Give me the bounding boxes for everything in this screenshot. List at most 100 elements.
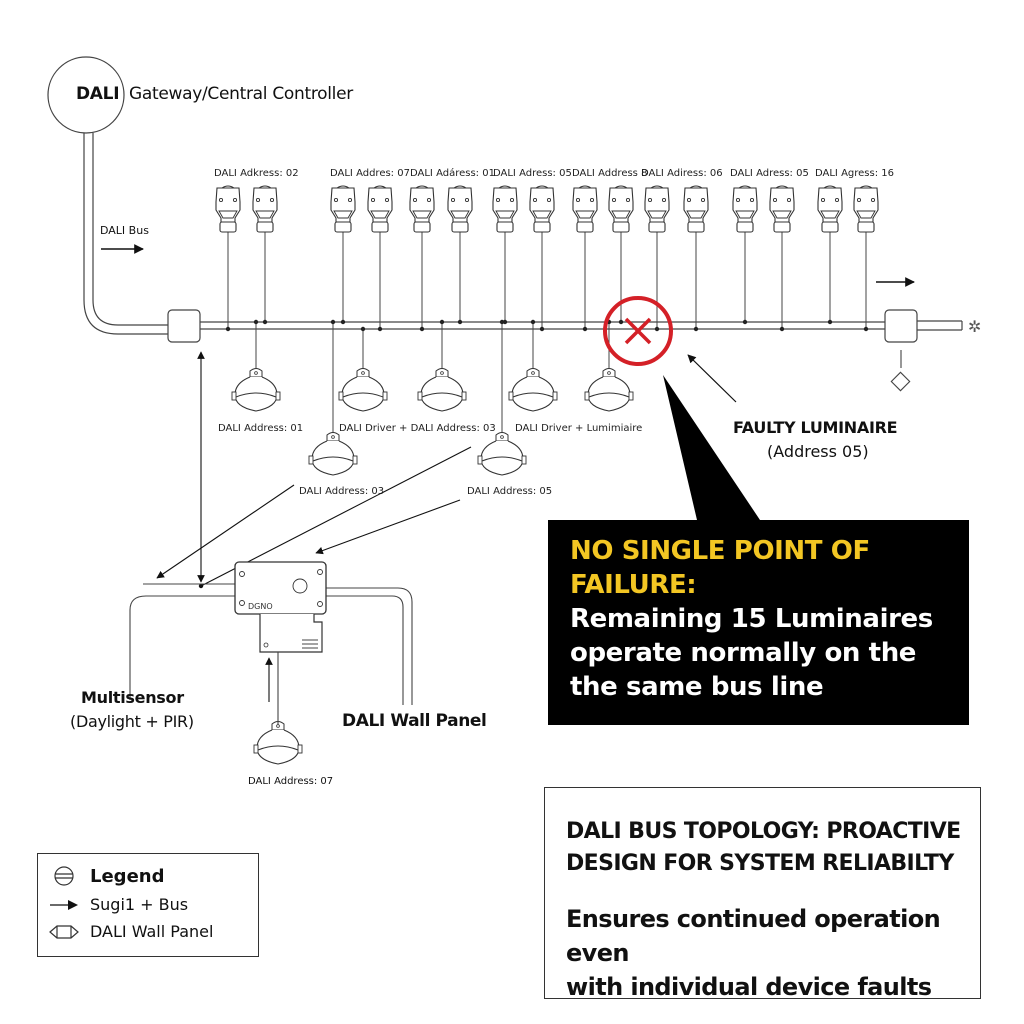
pendant-address-label: DALI Address: 05 <box>467 486 552 497</box>
pendant-address-label: DALI Address: 03 <box>299 486 384 497</box>
controller-loop-right-inner <box>326 595 404 705</box>
fault-marker[interactable] <box>603 296 673 366</box>
leader-line-05 <box>315 499 461 555</box>
bus-tap-dot <box>377 326 383 332</box>
controller-dial-icon <box>292 578 308 594</box>
summary-heading-line: DALI BUS TOPOLOGY: PROACTIVE <box>566 819 961 844</box>
dali-driver-icon[interactable] <box>409 185 435 332</box>
top-address-label: DALI Adáress: 01 <box>410 167 495 179</box>
bus-tap-dot <box>582 326 588 332</box>
pendant-luminaire-icon[interactable] <box>231 319 281 412</box>
bus-tap-dot <box>262 319 268 325</box>
pendant-group <box>231 319 634 765</box>
legend-item-label: Sugi1 + Bus <box>90 895 189 914</box>
bus-tap-dot <box>654 326 660 332</box>
dali-driver-icon[interactable] <box>644 185 670 332</box>
pendant-luminaire-icon[interactable] <box>338 326 388 412</box>
dali-driver-icon[interactable] <box>683 185 709 332</box>
top-driver-group <box>215 185 879 332</box>
dali-driver-icon[interactable] <box>367 185 393 332</box>
wall-panel-title: DALI Wall Panel <box>342 711 487 731</box>
pendant-luminaire-icon[interactable] <box>477 319 527 476</box>
leader-line-03 <box>156 484 295 579</box>
fault-ring <box>603 296 673 366</box>
terminator-icon: ✲ <box>968 317 981 336</box>
dali-driver-icon[interactable] <box>330 185 356 325</box>
top-address-label: DALI Agress: 16 <box>815 168 894 179</box>
legend-row: DALI Wall Panel <box>38 922 213 941</box>
pendant-luminaire-icon[interactable] <box>508 319 558 412</box>
controller-module <box>259 614 323 653</box>
dali-driver-icon[interactable] <box>817 185 843 325</box>
summary-box: DALI BUS TOPOLOGY: PROACTIVE DESIGN FOR … <box>544 787 981 1001</box>
controller-loop-right-outer <box>326 587 413 705</box>
bus-tap-dot <box>618 319 624 325</box>
bus-tap-dot <box>827 319 833 325</box>
legend-box: Legend Sugi1 + Bus DALI Wall Panel <box>37 853 259 957</box>
controller-label: DGNO <box>248 602 273 611</box>
pendant-luminaire-icon[interactable] <box>308 319 358 476</box>
callout-pointer <box>663 375 760 520</box>
dali-driver-icon[interactable] <box>732 185 758 325</box>
controller-loop-left <box>129 595 236 700</box>
junction-dot <box>198 583 204 589</box>
gateway-riser-outer <box>83 133 168 335</box>
gateway-circle[interactable] <box>47 56 125 134</box>
dali-driver-icon[interactable] <box>529 185 555 332</box>
pendant-address-label: DALI Driver + Lumimiaire <box>515 423 642 434</box>
arrow-right-icon <box>38 898 90 912</box>
gateway-prefix: DALI <box>76 84 120 104</box>
bus-tap-dot <box>419 326 425 332</box>
terminal-diamond-icon <box>890 371 911 392</box>
dali-driver-icon[interactable] <box>572 185 598 332</box>
callout-body-line: Remaining 15 Luminaires <box>570 604 933 634</box>
pendant-address-label: DALI Address: 01 <box>218 423 303 434</box>
wall-panel-symbol-icon <box>38 924 90 940</box>
dali-driver-icon[interactable] <box>853 185 879 332</box>
top-address-label: DALI Adiress: 06 <box>641 168 723 179</box>
multisensor-title: Multisensor <box>81 688 184 707</box>
pendant-luminaire-icon[interactable] <box>417 319 467 412</box>
dali-driver-icon[interactable] <box>215 185 241 332</box>
pendant-address-label: DALI Driver + DALI Address: 03 <box>339 423 496 434</box>
bus-label: DALI Bus <box>100 224 149 237</box>
dali-driver-icon[interactable] <box>252 185 278 325</box>
top-address-label: DALI Adress: 05 <box>730 168 809 179</box>
luminaire-symbol-icon <box>38 864 90 888</box>
pendant-luminaire-icon[interactable] <box>253 720 303 765</box>
junction-box-left[interactable] <box>167 309 201 343</box>
bus-tap-dot <box>539 326 545 332</box>
bus-tap-dot <box>360 326 366 332</box>
top-address-label: DALI Adkress: 02 <box>214 168 299 179</box>
callout-heading-line: FAILURE: <box>570 570 697 600</box>
bus-tap-dot <box>457 319 463 325</box>
bus-tap-dot <box>330 319 336 325</box>
bus-tap-dot <box>742 319 748 325</box>
dali-driver-icon[interactable] <box>492 185 518 325</box>
bus-tap-dot <box>253 319 259 325</box>
legend-row: Legend <box>38 864 164 888</box>
pendant-luminaire-icon[interactable] <box>584 319 634 412</box>
gateway-title: Gateway/Central Controller <box>129 84 353 104</box>
callout-body-line: the same bus line <box>570 672 824 702</box>
dali-controller[interactable]: DGNO <box>234 561 327 653</box>
bus-tap-dot <box>225 326 231 332</box>
legend-row: Sugi1 + Bus <box>38 895 188 914</box>
top-address-label: DALI Adress: 05 <box>493 168 572 179</box>
gateway-riser-inner <box>92 133 168 326</box>
top-address-label: DALI Addres: 07 <box>330 168 410 179</box>
bus-tap-dot <box>693 326 699 332</box>
junction-box-right[interactable] <box>884 309 918 343</box>
callout-heading-line: NO SINGLE POINT OF <box>570 536 870 566</box>
faulty-luminaire-title: FAULTY LUMINAIRE <box>733 418 898 437</box>
dali-driver-icon[interactable] <box>447 185 473 325</box>
dali-driver-icon[interactable] <box>769 185 795 332</box>
fault-pointer-arrow <box>687 354 737 403</box>
bus-tap-dot <box>530 319 536 325</box>
summary-body-line: Ensures continued operation even <box>566 905 941 967</box>
multisensor-subtitle: (Daylight + PIR) <box>70 712 194 731</box>
legend-title: Legend <box>90 865 165 887</box>
dali-driver-icon[interactable] <box>608 185 634 325</box>
summary-heading-line: DESIGN FOR SYSTEM RELIABILTY <box>566 851 954 876</box>
